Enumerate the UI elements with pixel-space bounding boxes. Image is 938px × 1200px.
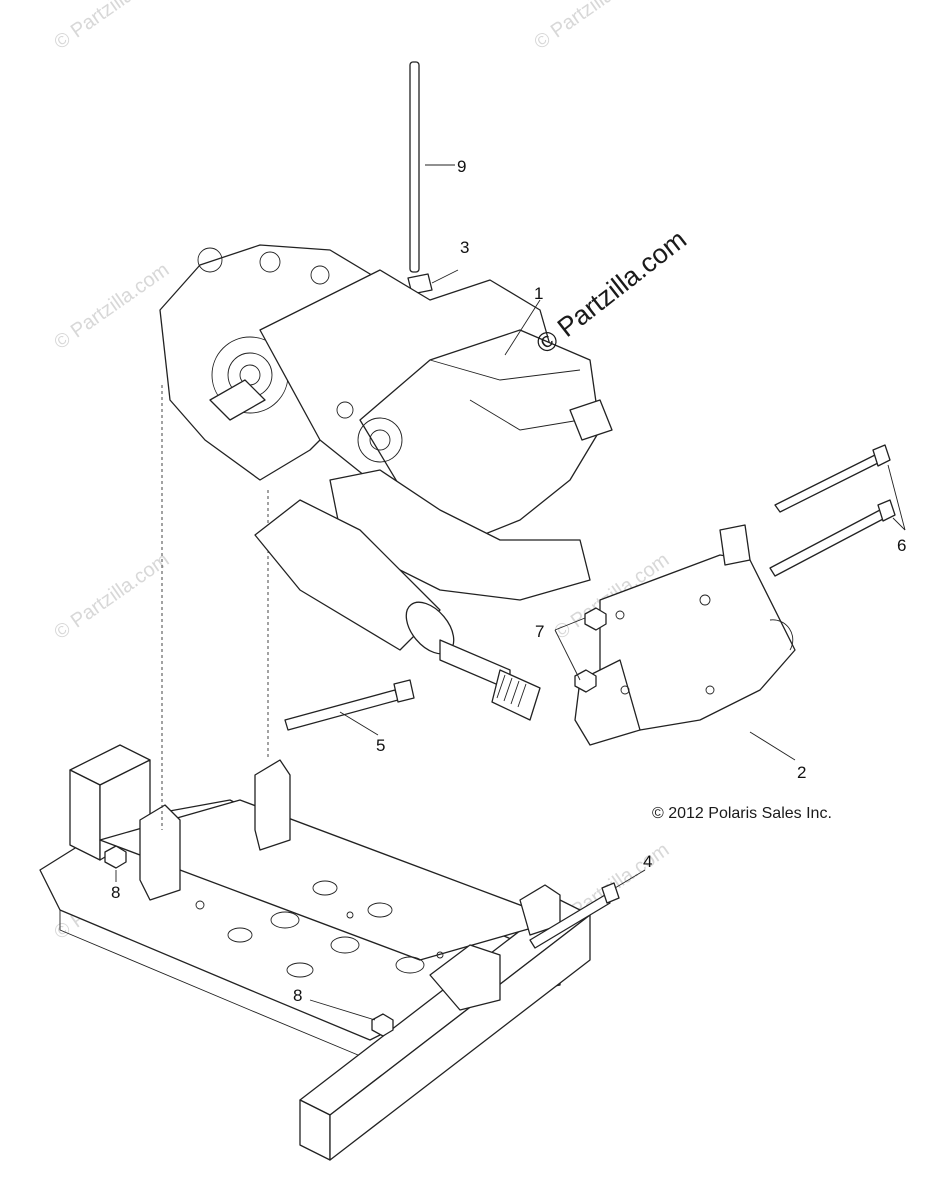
- watermark-main: © Partzilla.com: [530, 224, 692, 360]
- watermark-faint-2: © Partzilla.com: [530, 0, 653, 54]
- part-5-bolt: [284, 679, 415, 731]
- callout-8-left: 8: [111, 883, 120, 902]
- callout-4: 4: [643, 852, 652, 871]
- part-8-nuts: [104, 845, 394, 1037]
- callout-numbers: 9 3 1 6 7 5 2 4 8 8: [111, 157, 906, 1005]
- part-6-bolts: [769, 444, 896, 577]
- part-4-bolt: [529, 882, 620, 949]
- leader-lines: [115, 164, 906, 1021]
- callout-5: 5: [376, 736, 385, 755]
- watermark-faint-3: © Partzilla.com: [50, 259, 173, 354]
- callout-3: 3: [460, 238, 469, 257]
- watermark-faint-1: © Partzilla.com: [50, 0, 173, 54]
- callout-7: 7: [535, 622, 544, 641]
- watermark-faint-4: © Partzilla.com: [50, 549, 173, 644]
- part-1-transmission: [159, 244, 613, 721]
- part-2-bracket: [574, 524, 796, 746]
- callout-6: 6: [897, 536, 906, 555]
- frame-chassis: [39, 744, 591, 1161]
- callout-9: 9: [457, 157, 466, 176]
- part-9-rod: [409, 61, 420, 273]
- copyright-text: © 2012 Polaris Sales Inc.: [652, 805, 832, 822]
- callout-1: 1: [534, 284, 543, 303]
- callout-2: 2: [797, 763, 806, 782]
- callout-8-bottom: 8: [293, 986, 302, 1005]
- part-7-nuts: [574, 607, 607, 693]
